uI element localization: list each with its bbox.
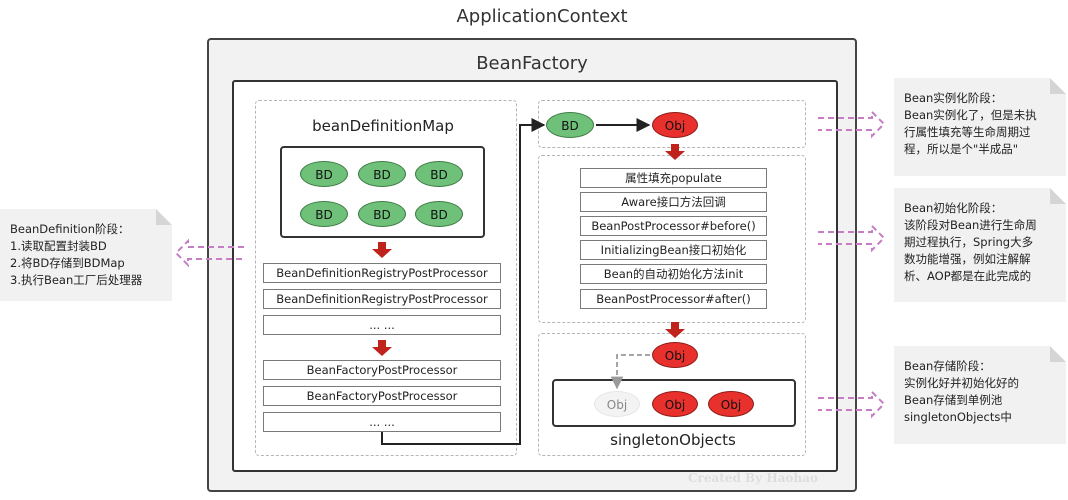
lifecycle-step-initializing-bean: InitializingBean接口初始化 [580, 240, 767, 260]
hollow-arrow-right [818, 109, 886, 139]
hollow-arrow-left [174, 238, 244, 268]
lifecycle-step-aware: Aware接口方法回调 [580, 192, 767, 212]
factory-post-processor: BeanFactoryPostProcessor [263, 386, 501, 406]
watermark: Created By Haohao [688, 471, 818, 485]
note-line: 2.将BD存储到BDMap [10, 256, 125, 270]
red-down-arrow [372, 242, 392, 258]
bd-node: BD [300, 201, 348, 227]
note-line: Bean实例化了，但是未执 [904, 108, 1037, 122]
note-line: 行属性填充等生命周期过 [904, 125, 1031, 139]
lifecycle-step-populate: 属性填充populate [580, 168, 767, 188]
note-line: Bean存储阶段： [904, 359, 991, 373]
note-bean-definition: BeanDefinition阶段： 1.读取配置封装BD 2.将BD存储到BDM… [0, 209, 172, 301]
note-initialization: Bean初始化阶段： 该阶段对Bean进行生命周 期过程执行，Spring大多 … [894, 188, 1066, 302]
note-line: Bean初始化阶段： [904, 201, 1003, 215]
hollow-arrow-right [818, 223, 886, 253]
red-down-arrow [665, 322, 685, 338]
registry-post-processor: BeanDefinitionRegistryPostProcessor [263, 289, 501, 309]
note-line: Bean存储到单例池 [904, 393, 1003, 407]
note-line: 1.读取配置封装BD [10, 239, 107, 253]
lifecycle-step-init-method: Bean的自动初始化方法init [580, 264, 767, 284]
application-context-title: ApplicationContext [456, 6, 628, 27]
flow-connector [381, 118, 546, 445]
instantiation-bd-node: BD [546, 112, 594, 138]
note-instantiation: Bean实例化阶段： Bean实例化了，但是未执 行属性填充等生命周期过 程，所… [894, 78, 1066, 176]
red-down-arrow [372, 340, 392, 356]
note-line: 3.执行Bean工厂后处理器 [10, 273, 143, 287]
lifecycle-step-before: BeanPostProcessor#before() [580, 216, 767, 236]
note-line: 数功能增强，例如注解解 [904, 252, 1031, 266]
note-line: 析、AOP都是在此完成的 [904, 269, 1032, 283]
singleton-obj: Obj [708, 391, 754, 417]
move-to-pool-arrow [610, 354, 650, 390]
bd-node: BD [415, 201, 463, 227]
bean-factory-title: BeanFactory [476, 53, 588, 74]
note-line: Bean实例化阶段： [904, 91, 1003, 105]
registry-post-processor: BeanDefinitionRegistryPostProcessor [263, 263, 501, 283]
instantiation-obj-node: Obj [652, 112, 698, 138]
lifecycle-step-after: BeanPostProcessor#after() [580, 289, 767, 309]
incoming-obj-node: Obj [652, 342, 698, 368]
note-line: BeanDefinition阶段： [10, 222, 130, 236]
factory-post-processor-ellipsis: ... ... [263, 412, 501, 432]
note-line: singletonObjects中 [904, 410, 1012, 424]
bd-node: BD [415, 161, 463, 187]
note-line: 该阶段对Bean进行生命周 [904, 218, 1037, 232]
note-line: 期过程执行，Spring大多 [904, 235, 1034, 249]
factory-post-processor: BeanFactoryPostProcessor [263, 360, 501, 380]
hollow-arrow-right [818, 389, 886, 419]
bd-node: BD [300, 161, 348, 187]
singleton-obj-ghost: Obj [594, 391, 640, 417]
bd-node: BD [358, 201, 406, 227]
bd-node: BD [358, 161, 406, 187]
singleton-obj: Obj [652, 391, 698, 417]
singleton-objects-title: singletonObjects [610, 431, 736, 449]
registry-post-processor-ellipsis: ... ... [263, 315, 501, 335]
red-down-arrow [665, 144, 685, 160]
note-storage: Bean存储阶段： 实例化好并初始化好的 Bean存储到单例池 singleto… [894, 346, 1066, 444]
bean-definition-map-title: beanDefinitionMap [312, 117, 454, 135]
note-line: 实例化好并初始化好的 [904, 376, 1019, 390]
note-line: 程，所以是个"半成品" [904, 142, 1019, 156]
